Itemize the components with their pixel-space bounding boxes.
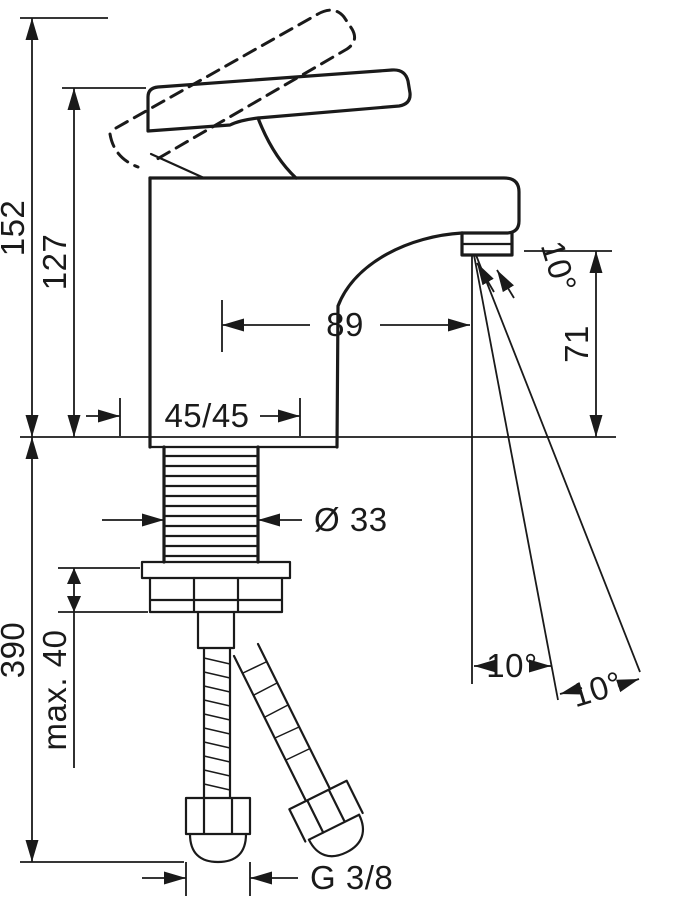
dim-arrow-max40-down <box>67 596 81 612</box>
dim-label-max40: max. 40 <box>36 630 73 751</box>
dim-label-390: 390 <box>0 622 31 679</box>
hose-vertical-fitting-nut <box>184 796 252 836</box>
dimension-total-height: 152 <box>0 18 39 437</box>
shank-edges <box>162 445 260 564</box>
handle-pivot-dashed-arc <box>108 132 140 169</box>
dimension-spout-reach: 89 <box>222 306 470 343</box>
dim-label-10-mid: 10° <box>486 647 537 684</box>
dim-line-10right-right <box>616 678 640 693</box>
handle-neck <box>256 116 298 180</box>
dim-arrow-max40-up <box>67 568 81 584</box>
hose-angled-edges <box>232 642 332 803</box>
handle-neck-detail <box>149 152 206 180</box>
lever-handle <box>146 68 412 133</box>
mounting-nut <box>148 576 284 614</box>
dimension-below-deck-length: 390 <box>0 437 39 862</box>
dimension-max-mounting-thickness: max. 40 <box>36 568 81 768</box>
dim-label-10-top: 10° <box>534 237 584 297</box>
ext-4545-ticks <box>119 398 301 436</box>
dimension-spout-angle: 10° <box>476 237 584 299</box>
spout-top-edge <box>148 176 521 235</box>
hose-vertical-fitting-olive <box>188 832 248 864</box>
stream-line-20deg <box>475 254 641 673</box>
hose-vertical-edges <box>202 646 232 800</box>
hose-vertical-braid <box>203 657 231 791</box>
hose-angled-fitting <box>288 779 364 858</box>
mounting-washer <box>140 560 292 580</box>
stream-line-10deg <box>473 254 559 701</box>
hose-angled-braid <box>242 661 310 761</box>
shank-threads <box>162 454 260 558</box>
dim-label-4545: 45/45 <box>164 397 249 434</box>
dim-label-33: Ø 33 <box>314 501 388 538</box>
ext-g38-ticks <box>185 862 251 896</box>
handle-raised-dashed-outline <box>114 8 357 164</box>
dimension-stream-angle-inner: 10° <box>474 647 551 684</box>
dim-arrow-10top-left <box>476 262 495 293</box>
dim-label-127: 127 <box>36 234 73 291</box>
faucet-outline <box>108 8 641 864</box>
dim-label-g38: G 3/8 <box>310 859 393 896</box>
dimension-shank-diameter: Ø 33 <box>102 501 388 538</box>
dim-arrow-10top-right <box>496 269 515 299</box>
dim-line-10right-left <box>559 681 583 695</box>
dimension-outlet-height: 71 <box>558 251 603 437</box>
dim-label-10-right: 10° <box>567 664 627 714</box>
dimension-body-height: 127 <box>36 88 81 437</box>
hose-angled-fitting-nut <box>288 779 364 843</box>
hose-adapter <box>196 610 236 650</box>
dimension-stream-angle-outer: 10° <box>559 664 640 714</box>
spout-underside-and-body-right-edge <box>335 231 464 449</box>
dim-label-89: 89 <box>326 306 364 343</box>
dimension-connection-thread: G 3/8 <box>142 859 393 896</box>
dimension-base-split: 45/45 <box>86 397 300 434</box>
hose-angled-fitting-olive <box>307 813 364 858</box>
dim-label-71: 71 <box>558 325 595 363</box>
dim-label-152: 152 <box>0 200 31 257</box>
